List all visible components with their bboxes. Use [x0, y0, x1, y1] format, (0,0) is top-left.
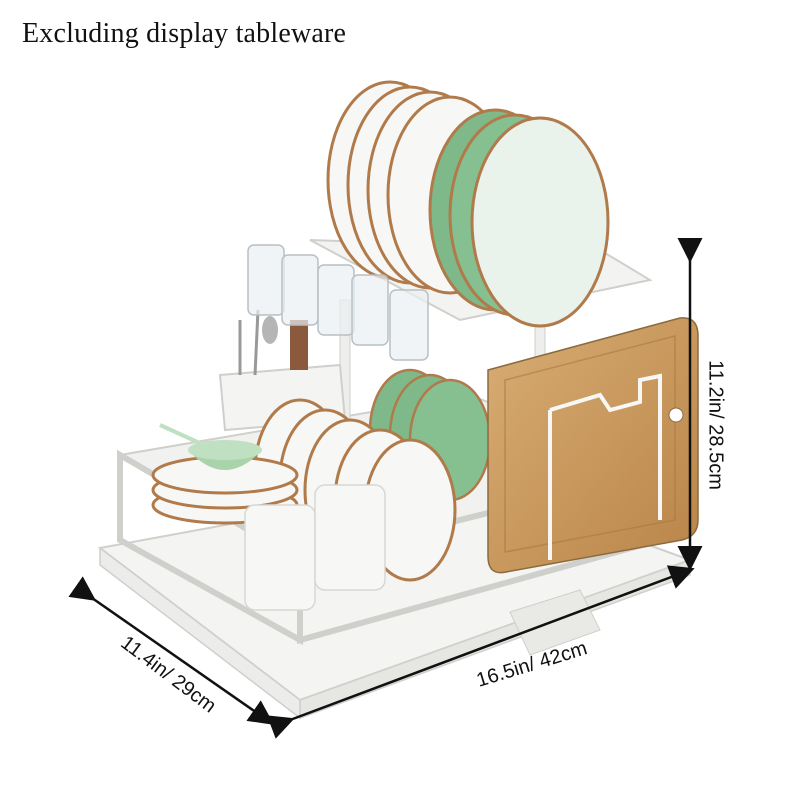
depth-arrow: [68, 576, 275, 725]
dimension-arrows: [68, 238, 703, 739]
upper-plates: [326, 80, 610, 328]
glasses: [247, 244, 429, 361]
caption-text: Excluding display tableware: [22, 18, 347, 49]
height-dimension-label: 11.2in/ 28.5cm: [704, 360, 727, 490]
width-arrow: [266, 565, 695, 739]
cutting-board: [487, 317, 699, 574]
